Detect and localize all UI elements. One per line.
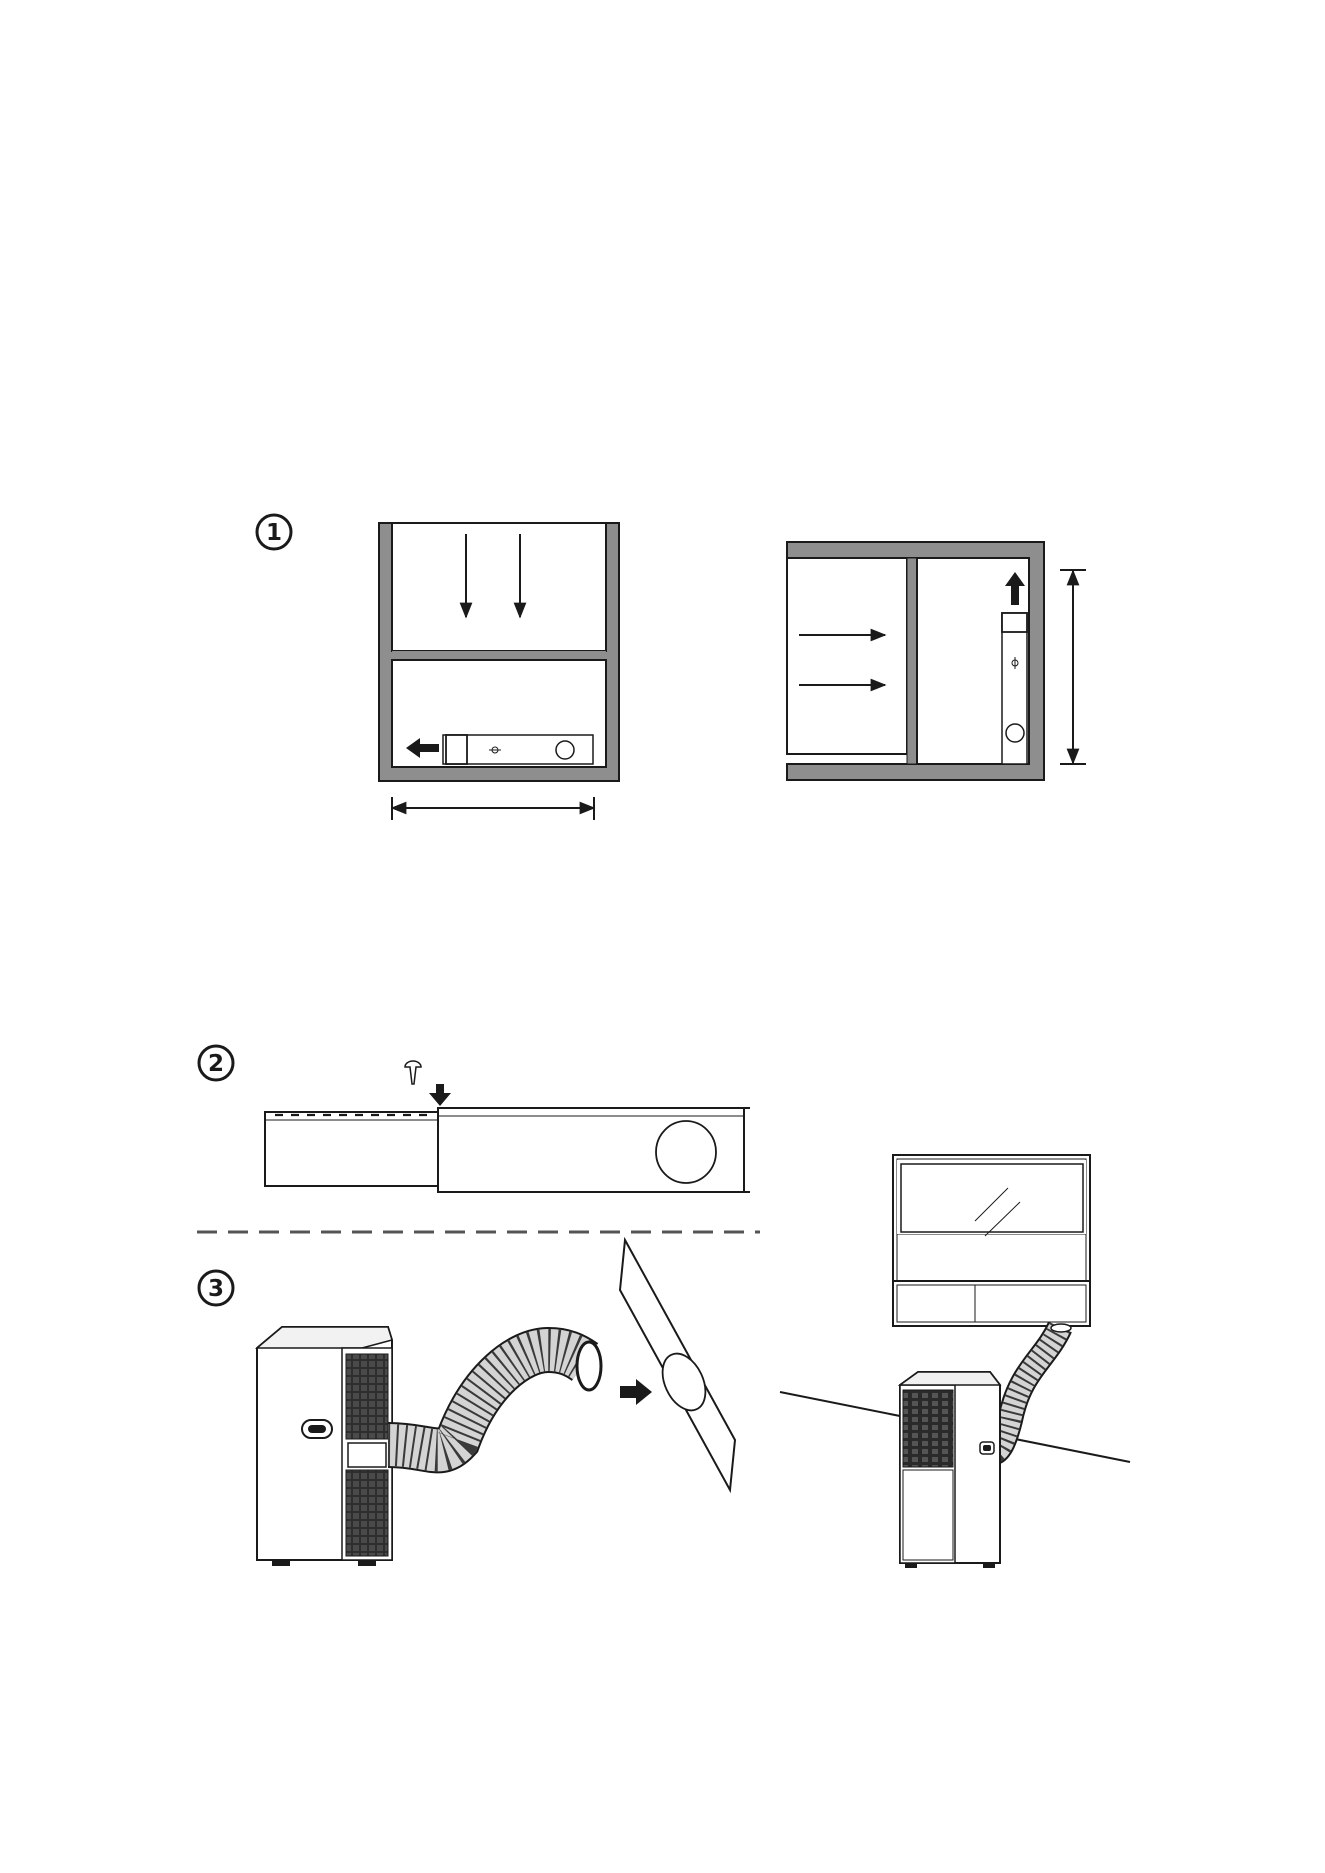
step-3-group: 3 [199,1155,1130,1568]
step-2-badge: 2 [199,1046,233,1080]
step-3-badge: 3 [199,1271,233,1305]
rear-grille-bottom [346,1470,388,1556]
exhaust-hole [656,1121,716,1183]
step-1-badge: 1 [257,515,291,549]
hose-port [348,1443,386,1467]
portable-air-conditioner-rear [257,1327,392,1566]
step-1-group: 1 [257,515,1086,820]
window [893,1155,1090,1326]
double-arrow-icon [392,797,594,820]
vertical-window-diagram [379,523,619,820]
window-slider-extension [265,1108,750,1192]
step-2-number: 2 [208,1051,224,1077]
arrow-right-icon [620,1379,652,1405]
portable-air-conditioner-front [900,1372,1000,1568]
hose-nozzle [577,1342,601,1390]
rear-grille-top [346,1354,388,1439]
double-arrow-icon [1060,570,1086,764]
horizontal-window-diagram [787,542,1086,780]
exhaust-hose [388,1342,601,1450]
step-1-number: 1 [266,520,282,546]
front-vents [903,1390,953,1467]
step-3-number: 3 [208,1276,224,1302]
arrow-down-icon [429,1084,451,1106]
window-slider-plate [620,1240,735,1490]
screw-icon [405,1061,421,1084]
installed-scene [780,1155,1130,1568]
step-2-group: 2 [197,1046,760,1232]
